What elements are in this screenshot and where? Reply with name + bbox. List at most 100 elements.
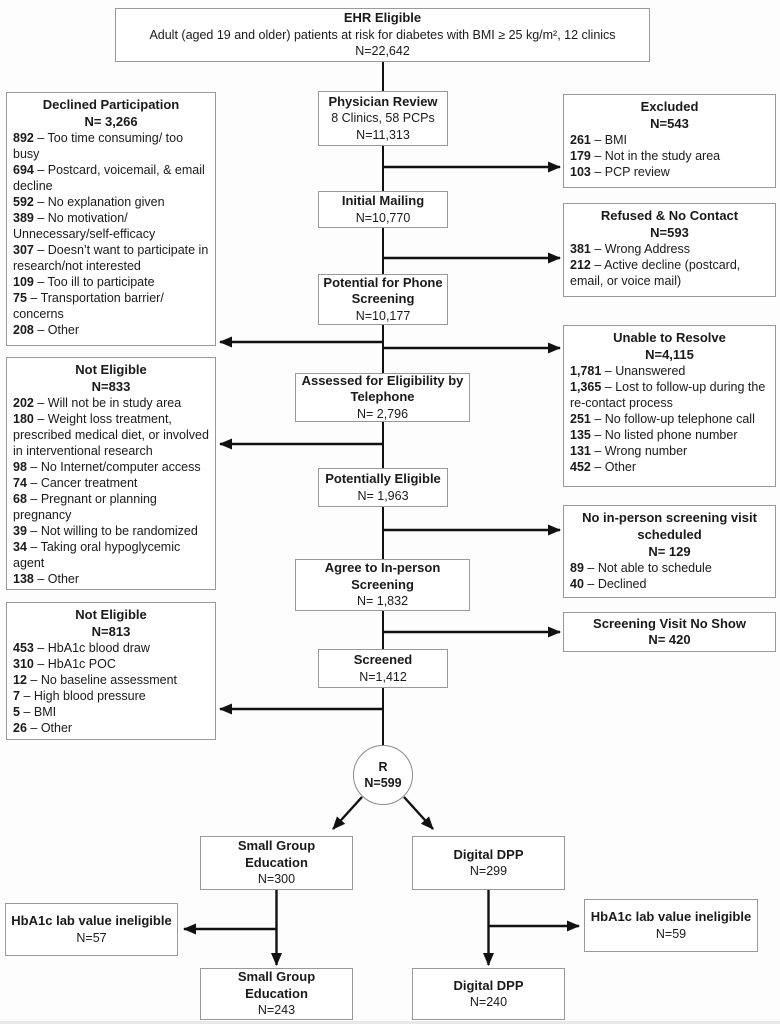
box-count: N= 129 (648, 544, 691, 559)
reason-item: 103 – PCP review (570, 165, 670, 179)
reason-item: 180 – Weight loss treatment, prescribed … (13, 412, 209, 458)
reason-list: 202 – Will not be in study area 180 – Wei… (13, 395, 209, 587)
sge-allocated-box: Small Group Education N=300 (200, 836, 353, 890)
reason-item: 381 – Wrong Address (570, 242, 690, 256)
box-count: N= 420 (648, 632, 691, 647)
box-count: N=833 (91, 379, 131, 394)
reason-item: 26 – Other (13, 721, 73, 735)
reason-list: 1,781 – Unanswered 1,365 – Lost to follow… (570, 363, 769, 475)
sge-final-box: Small Group Education N=243 (200, 968, 353, 1020)
randomization-count: N=599 (364, 776, 402, 790)
physician-review-box: Physician Review 8 Clinics, 58 PCPs N=11… (318, 91, 448, 146)
dpp-allocated-box: Digital DPP N=299 (412, 836, 565, 890)
initial-mailing-box: Initial Mailing N=10,770 (318, 191, 448, 228)
reason-item: 135 – No listed phone number (570, 428, 738, 442)
reason-item: 208 – Other (13, 323, 80, 337)
reason-item: 202 – Will not be in study area (13, 396, 182, 410)
box-title: Screening Visit No Show (593, 615, 746, 631)
dpp-final-box: Digital DPP N=240 (412, 968, 565, 1020)
no-inperson-visit-box: No in-person screening visit scheduled N… (563, 505, 776, 598)
reason-list: 453 – HbA1c blood draw 310 – HbA1c POC 12 … (13, 640, 209, 736)
box-title: Physician Review (328, 93, 438, 109)
reason-item: 12 – No baseline assessment (13, 673, 177, 687)
box-count: N=4,115 (645, 347, 694, 362)
box-title: Small Group Education (237, 969, 316, 1001)
ehr-eligible-title: EHR Eligible (343, 10, 422, 26)
box-title: Potentially Eligible (325, 471, 441, 486)
box-count: N=299 (469, 864, 508, 878)
box-count: N=243 (257, 1003, 296, 1018)
agree-inperson-screening-box: Agree to In-person Screening N= 1,832 (295, 559, 470, 611)
box-count: N= 3,266 (84, 114, 138, 129)
arrow-randomization-to-sge (332, 796, 363, 830)
reason-item: 68 – Pregnant or planning pregnancy (13, 492, 157, 522)
box-title: Digital DPP (453, 977, 524, 993)
box-count: N=813 (91, 624, 131, 639)
reason-item: 138 – Other (13, 572, 80, 586)
box-title: Small Group Education (237, 838, 316, 870)
reason-item: 74 – Cancer treatment (13, 476, 138, 490)
declined-participation-box: Declined Participation N= 3,266 892 – To… (6, 92, 216, 346)
box-title: Excluded (640, 99, 699, 114)
box-title: Initial Mailing (341, 193, 425, 208)
box-count: N=240 (469, 995, 508, 1009)
box-count: N= 2,796 (356, 406, 409, 421)
reason-item: 34 – Taking oral hypoglycemic agent (13, 540, 181, 570)
reason-list: 89 – Not able to schedule 40 – Declined (570, 560, 769, 592)
reason-item: 75 – Transportation barrier/ concerns (13, 291, 164, 321)
reason-item: 1,365 – Lost to follow-up during the re-… (570, 380, 766, 410)
reason-item: 98 – No Internet/computer access (13, 460, 201, 474)
reason-item: 592 – No explanation given (13, 195, 165, 209)
reason-list: 381 – Wrong Address 212 – Active decline … (570, 241, 769, 289)
reason-item: 307 – Doesn’t want to participate in res… (13, 243, 209, 273)
box-title: Refused & No Contact (600, 208, 739, 223)
reason-item: 453 – HbA1c blood draw (13, 641, 150, 655)
box-count: N=10,177 (355, 308, 411, 323)
scan-edge-strip (0, 1021, 780, 1024)
box-subtitle: 8 Clinics, 58 PCPs (331, 111, 435, 126)
reason-item: 389 – No motivation/ Unnecessary/self-ef… (13, 211, 156, 241)
reason-item: 5 – BMI (13, 705, 57, 719)
reason-item: 452 – Other (570, 460, 637, 474)
reason-item: 212 – Active decline (postcard, email, o… (570, 258, 741, 288)
branch-arrows (183, 161, 580, 966)
randomization-circle: R N=599 (353, 745, 413, 805)
phone-screening-potential-box: Potential for Phone Screening N=10,177 (318, 274, 448, 325)
unable-to-resolve-box: Unable to Resolve N=4,115 1,781 – Unansw… (563, 325, 776, 487)
randomization-label: R (378, 760, 388, 774)
box-title: Screened (353, 652, 413, 667)
ehr-eligible-count: N=22,642 (355, 44, 410, 59)
reason-item: 131 – Wrong number (570, 444, 688, 458)
ehr-eligible-description: Adult (aged 19 and older) patients at ri… (149, 27, 616, 42)
telephone-eligibility-box: Assessed for Eligibility by Telephone N=… (295, 373, 470, 422)
reason-item: 40 – Declined (570, 577, 647, 591)
reason-item: 310 – HbA1c POC (13, 657, 116, 671)
box-count: N=593 (650, 225, 689, 240)
box-count: N=10,770 (355, 210, 411, 225)
box-count: N=300 (257, 872, 296, 887)
reason-item: 89 – Not able to schedule (570, 561, 712, 575)
reason-item: 694 – Postcard, voicemail, & email decli… (13, 163, 205, 193)
box-count: N=57 (76, 930, 107, 945)
reason-item: 251 – No follow-up telephone call (570, 412, 755, 426)
box-title: Assessed for Eligibility by Telephone (301, 372, 464, 405)
screened-box: Screened N=1,412 (318, 649, 448, 688)
reason-item: 109 – Too ill to participate (13, 275, 155, 289)
box-title: Digital DPP (453, 846, 524, 862)
reason-item: 1,781 – Unanswered (570, 364, 686, 378)
box-title: HbA1c lab value ineligible (590, 909, 752, 924)
reason-item: 179 – Not in the study area (570, 149, 721, 163)
box-title: Agree to In-person Screening (324, 560, 441, 592)
box-title: No in-person screening visit scheduled (582, 510, 757, 542)
box-title: Potential for Phone Screening (323, 274, 443, 307)
box-count: N=59 (655, 926, 687, 941)
sge-ineligible-box: HbA1c lab value ineligible N=57 (5, 903, 178, 956)
box-count: N= 1,832 (356, 594, 409, 609)
ehr-eligible-box: EHR Eligible Adult (aged 19 and older) p… (115, 8, 650, 62)
dpp-ineligible-box: HbA1c lab value ineligible N=59 (584, 899, 758, 952)
